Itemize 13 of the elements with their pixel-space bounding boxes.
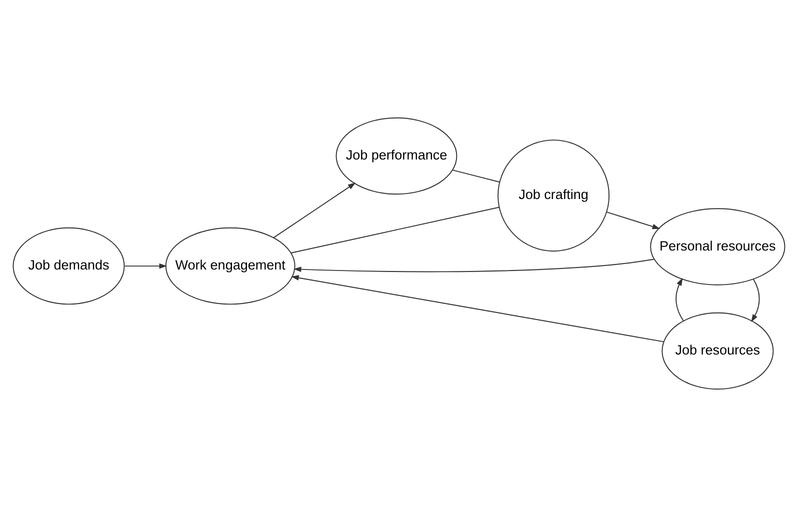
arrow — [676, 278, 684, 322]
node-ellipse: Job demands — [12, 227, 125, 305]
connector — [452, 170, 500, 182]
arrow — [751, 278, 760, 322]
node-ellipse: Job performance — [336, 117, 458, 195]
arrow — [291, 275, 664, 342]
connector — [290, 206, 500, 254]
node-ellipse: Work engagement — [165, 227, 296, 305]
arrow — [273, 182, 356, 238]
arrow — [293, 258, 654, 272]
arrow — [606, 212, 660, 230]
node-circle: Job crafting — [498, 140, 610, 252]
arrow — [124, 263, 167, 269]
